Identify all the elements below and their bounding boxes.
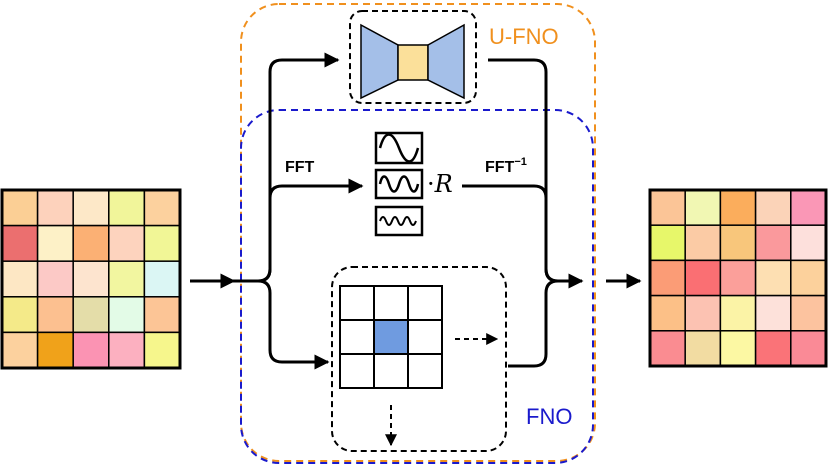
grid-cell [790,294,827,332]
kernel-cell [339,353,375,389]
output-grid-border [648,188,828,368]
ufno-border [240,3,596,462]
r-variable: R [434,170,453,198]
grid-cell [790,330,827,367]
grid-cell [108,260,146,298]
grid-cell [108,296,146,334]
grid-cell [684,330,722,367]
ifft-label: FFT−1 [485,156,527,176]
grid-cell [143,224,181,262]
grid-cell [72,189,110,227]
grid-cell [790,259,827,297]
input-grid-border [0,188,182,370]
grid-cell [649,224,686,262]
grid-cell [684,294,722,332]
input-grid [1,189,181,369]
r-dot: · [427,170,435,198]
grid-cell [143,260,181,298]
grid-cell [649,259,686,297]
sine-wave-curve [378,133,420,163]
kernel-cell [407,353,443,389]
grid-cell [143,331,181,369]
kernel-cell [373,353,409,389]
grid-cell [649,330,686,367]
unet-icon [349,10,477,104]
grid-cell [719,189,757,226]
fno-border [240,109,594,464]
double-wave-curve [378,175,420,193]
grid-cell [790,189,827,226]
conv-kernel-icon [331,266,507,452]
grid-cell [1,331,39,369]
kernel-cell [407,285,443,321]
grid-cell [754,294,792,332]
grid-cell [1,189,39,227]
grid-cell [719,294,757,332]
grid-cell [36,260,74,298]
high-freq-wave-curve [379,216,417,226]
unet-bottleneck [397,44,429,81]
grid-cell [684,259,722,297]
kernel-cell [339,319,375,355]
grid-cell [1,224,39,262]
grid-cell [754,330,792,367]
fft-branch-arrow [257,178,364,283]
grid-cell [1,296,39,334]
kernel-cell [407,319,443,355]
fft-merge-line [462,184,559,283]
grid-cell [72,260,110,298]
grid-cell [719,224,757,262]
grid-cell [790,224,827,262]
grid-cell [649,294,686,332]
grid-cell [143,296,181,334]
ufno-label: U-FNO [489,24,559,49]
kernel-cell [339,285,375,321]
kernel-center-cell [373,319,409,355]
unet-decoder [427,23,465,100]
grid-cell [36,331,74,369]
grid-cell [754,189,792,226]
conv-branch-arrow [257,279,330,370]
grid-cell [36,296,74,334]
fno-label: FNO [526,404,572,429]
kernel-cell [373,285,409,321]
grid-cell [143,189,181,227]
conv-grid [339,285,443,389]
ifft-exponent: −1 [514,156,527,168]
grid-cell [719,330,757,367]
grid-cell [72,331,110,369]
grid-cell [719,259,757,297]
grid-cell [754,259,792,297]
r-multiplier: ·R [427,170,453,198]
grid-cell [108,224,146,262]
grid-cell [72,296,110,334]
grid-cell [1,260,39,298]
grid-cell [754,224,792,262]
grid-cell [684,189,722,226]
grid-cell [684,224,722,262]
output-grid [649,189,827,367]
grid-cell [108,189,146,227]
grid-cell [108,331,146,369]
ifft-base: FFT [485,159,515,176]
grid-cell [36,189,74,227]
conv-merge-line [508,279,559,368]
grid-cell [649,189,686,226]
fft-label: FFT [285,159,315,176]
grid-cell [36,224,74,262]
grid-cell [72,224,110,262]
fourier-modes-icon [374,131,424,237]
